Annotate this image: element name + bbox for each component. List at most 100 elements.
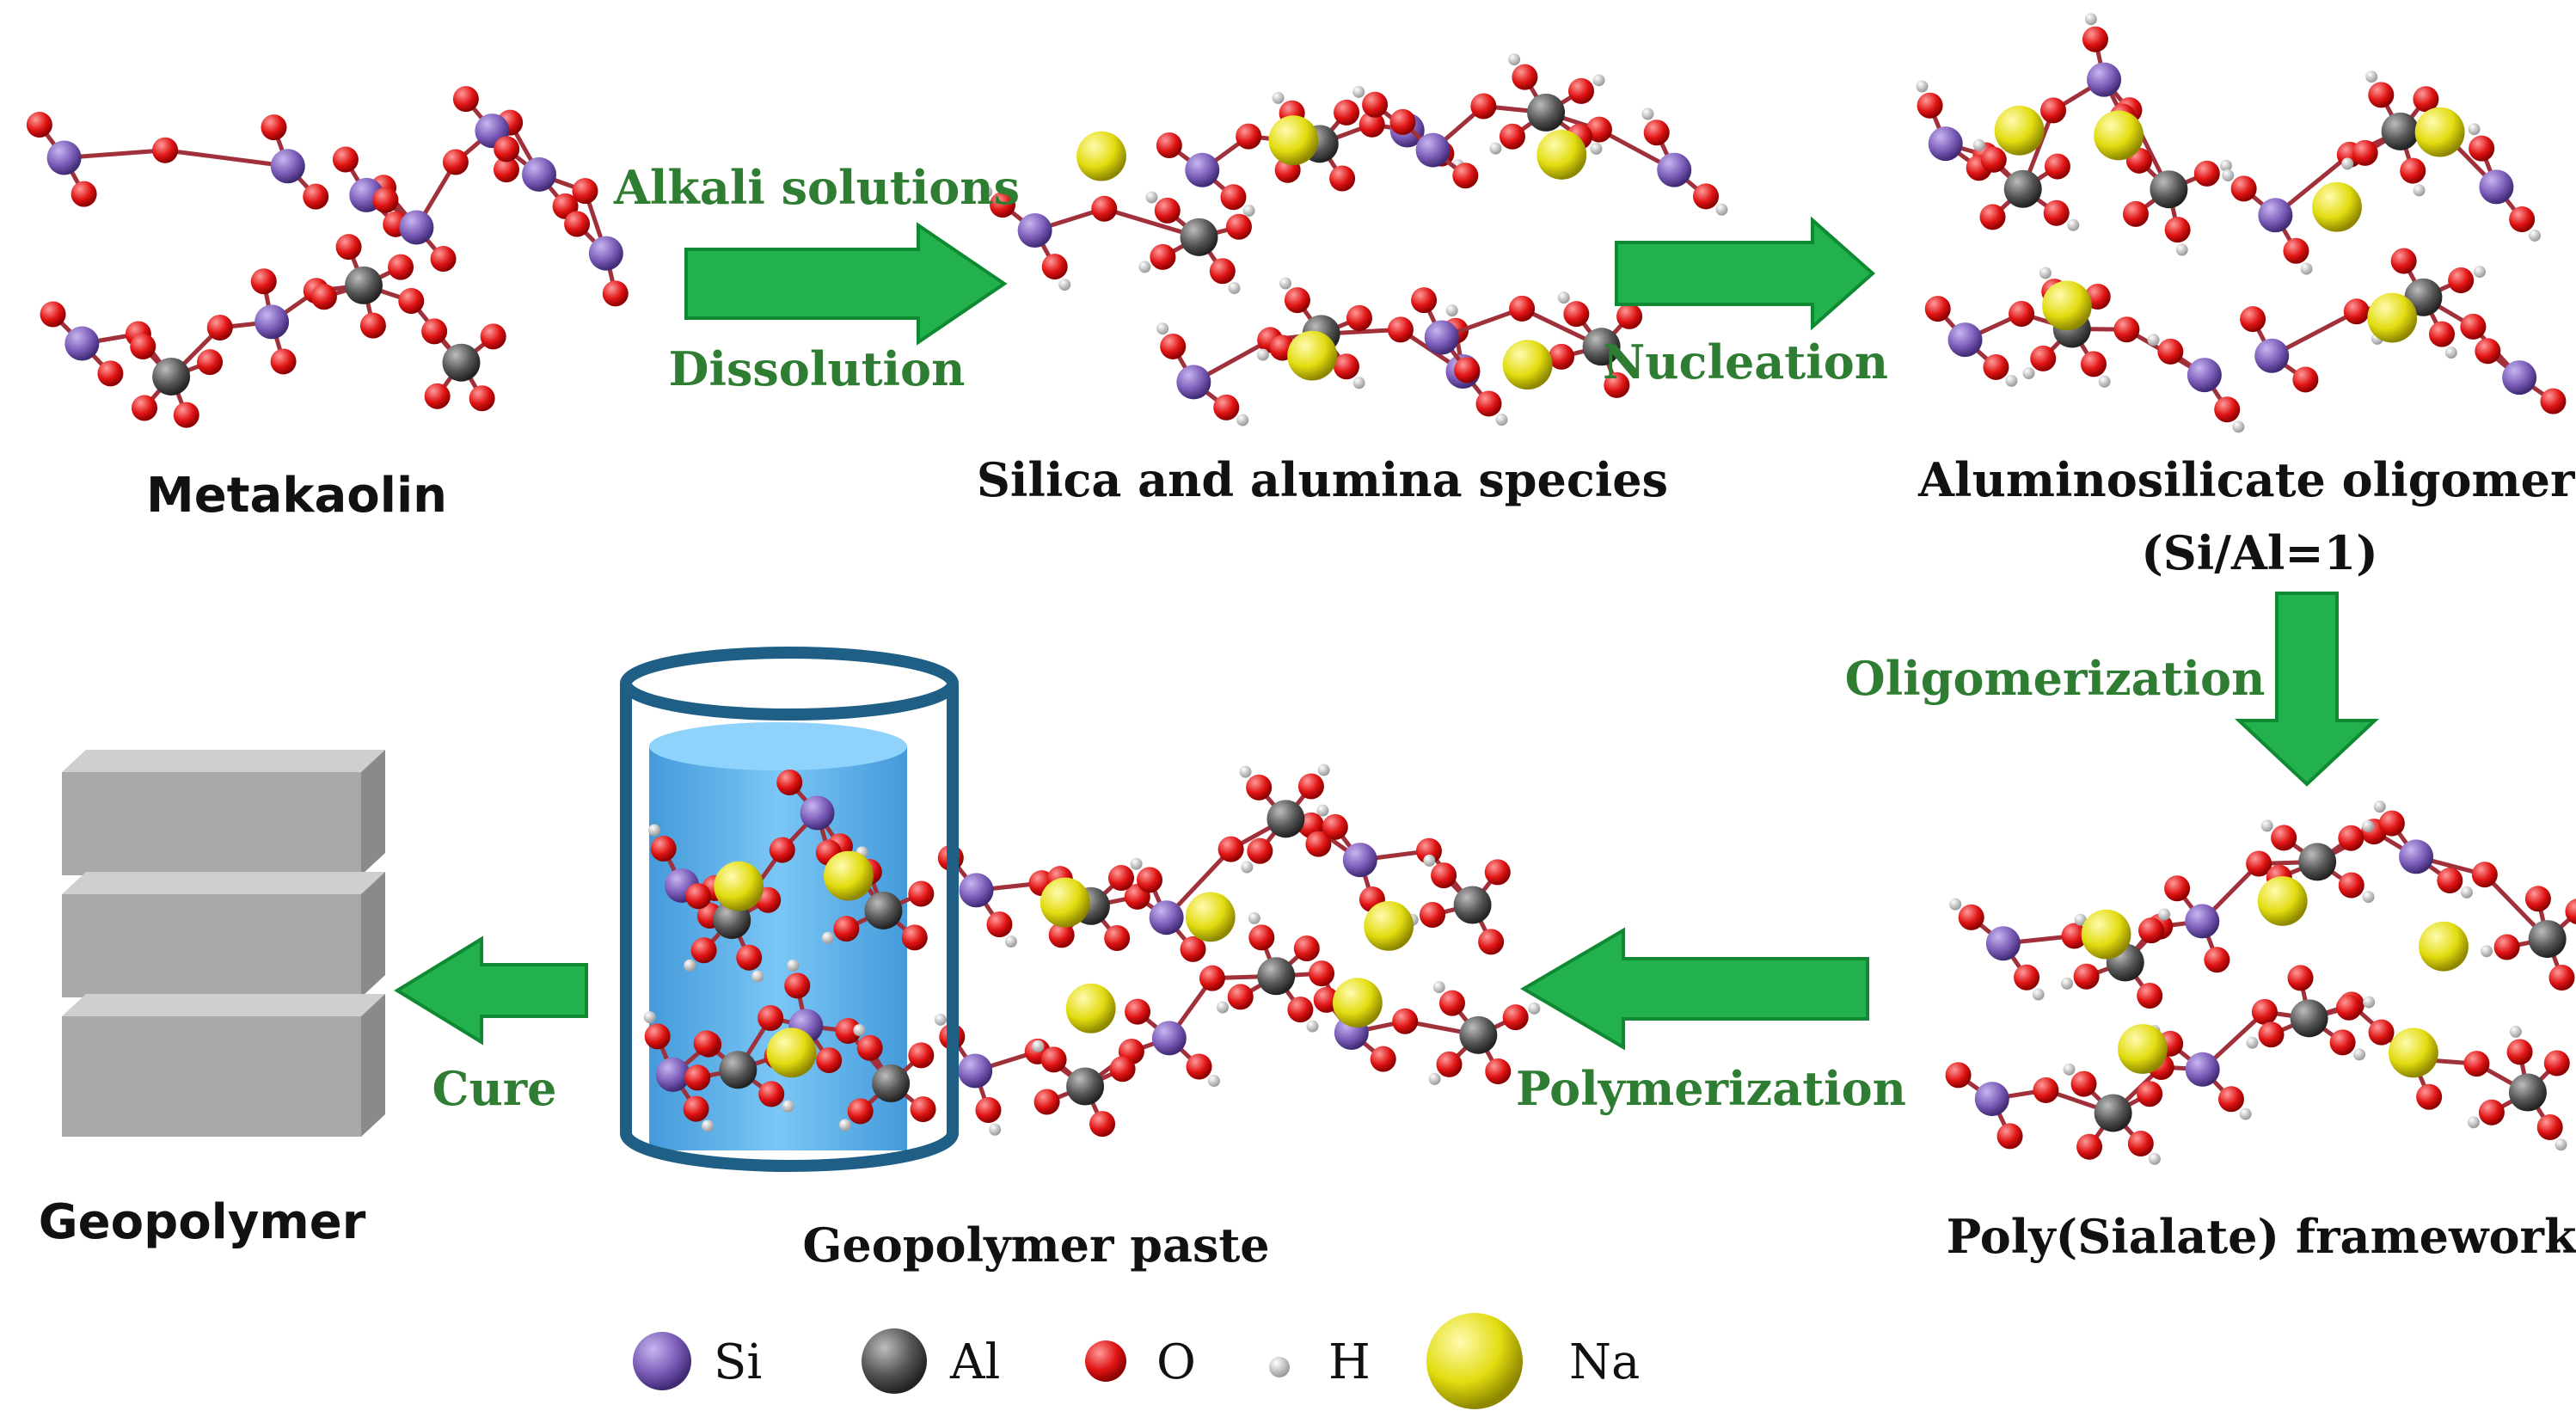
oxygen-atom (2469, 135, 2495, 162)
oligomer-cluster-a (1916, 13, 2232, 256)
oxygen-atom (2478, 1099, 2505, 1126)
oxygen-atom (602, 280, 629, 307)
sodium-ion (1268, 115, 1319, 166)
hydrogen-atom (1130, 857, 1143, 870)
oligomer-cluster-d-atoms (2240, 248, 2567, 414)
hydrogen-atom (1972, 138, 1985, 151)
oxygen-atom (1411, 287, 1438, 314)
species-cluster-d-atoms (1156, 277, 1508, 426)
hydrogen-atom (989, 1123, 1002, 1136)
oxygen-atom (1484, 859, 1511, 886)
hydrogen-atom (2529, 229, 2542, 242)
species-cluster-d (1156, 277, 1508, 426)
hydrogen-atom (1145, 191, 1158, 204)
oxygen-atom (2070, 1070, 2097, 1097)
oxygen-atom (901, 924, 928, 951)
oxygen-atom (310, 284, 337, 310)
oxygen-atom (2082, 26, 2108, 52)
hydrogen-atom (1236, 414, 1249, 426)
oxygen-atom (1108, 865, 1135, 892)
oxygen-atom (1485, 1058, 1512, 1085)
oxygen-atom (2338, 872, 2364, 899)
silicon-atom (399, 210, 434, 245)
oxygen-atom (1104, 925, 1131, 952)
species-cluster-e-atoms (1411, 287, 1643, 398)
sodium-ion (824, 850, 874, 901)
metakaolin-chain-lower (40, 234, 506, 428)
oxygen-atom (2400, 157, 2426, 184)
metakaolin-chain-upper-atoms (26, 112, 329, 210)
oxygen-atom (130, 334, 156, 360)
oxygen-atom (758, 1081, 785, 1107)
oxygen-atom (2343, 298, 2370, 325)
oxygen-atom (2338, 825, 2364, 851)
oxygen-atom (1297, 773, 1324, 800)
oxygen-atom (1568, 77, 1595, 104)
oxygen-atom (2378, 810, 2405, 837)
arrow-cure (394, 935, 588, 1046)
oxygen-atom (1137, 867, 1163, 893)
block-middle (62, 872, 385, 997)
oxygen-atom (776, 769, 803, 795)
hydrogen-atom (980, 186, 993, 199)
arrow-nucleation (1615, 216, 1876, 331)
oxygen-atom (26, 112, 52, 138)
silicon-atom (1151, 1021, 1187, 1056)
sodium-ion (2312, 181, 2362, 232)
hydrogen-atom (1032, 1040, 1045, 1052)
oxygen-atom (1616, 303, 1643, 329)
oxygen-atom (769, 837, 795, 863)
oxygen-atom (1362, 91, 1389, 118)
oxygen-atom (1563, 301, 1590, 328)
hydrogen-atom (2067, 218, 2080, 231)
oxygen-atom (564, 211, 591, 237)
oxygen-atom (452, 86, 479, 113)
hydrogen-atom (1317, 764, 1330, 776)
aluminum-atom (2094, 1094, 2132, 1132)
aluminum-atom (864, 891, 903, 929)
oxygen-atom (1248, 924, 1275, 951)
hydrogen-atom (1228, 282, 1241, 295)
hydrogen-atom (1428, 1072, 1441, 1085)
oxygen-atom (2073, 963, 2100, 990)
oxygen-atom (2040, 97, 2067, 124)
process-arrows (394, 216, 2380, 1051)
oxygen-atom (1359, 111, 1385, 138)
oligomer-cluster-c-atoms (1924, 267, 2245, 433)
oxygen-atom (2448, 267, 2475, 293)
aluminum-atom (1257, 957, 1296, 996)
oxygen-atom (1033, 1089, 1060, 1115)
silicon-atom (270, 149, 305, 184)
oxygen-atom (757, 1004, 784, 1031)
oxygen-atom (1160, 333, 1187, 359)
oxygen-atom (1293, 935, 1320, 962)
oxygen-atom (359, 312, 386, 339)
hydrogen-atom (2246, 1036, 2259, 1049)
oxygen-atom (1217, 836, 1244, 862)
beaker-rim (620, 647, 959, 721)
silicon-atom (2185, 1052, 2220, 1087)
metakaolin-chain-lower-atoms (40, 234, 506, 428)
sodium-ion (2257, 876, 2308, 926)
oxygen-atom (2157, 338, 2184, 365)
hydrogen-atom (2341, 157, 2354, 170)
hydrogen-atom (2239, 1107, 2252, 1120)
oxygen-atom (2565, 899, 2576, 924)
oxygen-atom (2536, 1114, 2563, 1141)
aluminum-atom (1459, 1015, 1498, 1054)
hydrogen-atom (2460, 886, 2473, 899)
oxygen-atom (430, 246, 457, 273)
oxygen-atom (1329, 165, 1356, 192)
oxygen-atom (816, 1047, 843, 1074)
molecule-layer (26, 13, 2576, 1165)
aluminum-atom (2150, 170, 2188, 209)
hydrogen-atom (2148, 1152, 2161, 1165)
aluminum-atom (2298, 843, 2337, 881)
framework-lower-atoms (1945, 965, 2570, 1165)
step-polymerization: Polymerization (1516, 1061, 1906, 1116)
hydrogen-atom (1241, 861, 1254, 874)
hydrogen-atom (1557, 291, 1570, 304)
oxygen-atom (270, 348, 297, 375)
sodium-ion (1332, 978, 1383, 1028)
